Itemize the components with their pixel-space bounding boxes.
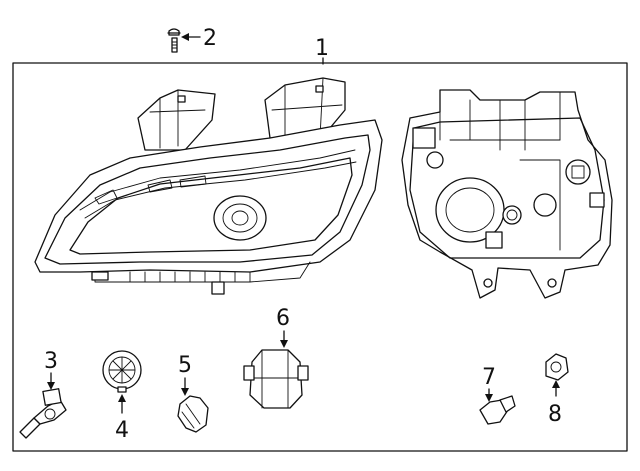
callout-label-5: 5	[178, 353, 192, 378]
callout-label-7: 7	[482, 365, 496, 390]
part-5-gasket[interactable]	[177, 395, 209, 433]
assembly-frame	[12, 62, 628, 452]
callout-8[interactable]: 8	[548, 380, 562, 427]
callout-label-3: 3	[44, 349, 58, 374]
callout-label-6: 6	[276, 306, 290, 331]
callout-label-2: 2	[203, 26, 217, 51]
callout-4[interactable]: 4	[115, 394, 129, 443]
part-3-bulb[interactable]	[19, 388, 67, 439]
callout-2[interactable]: 2	[181, 26, 217, 51]
part-2-screw[interactable]	[167, 28, 181, 53]
callout-6[interactable]: 6	[276, 306, 290, 348]
headlamp-front	[34, 77, 383, 295]
part-4-cap[interactable]	[102, 350, 142, 393]
callout-label-1: 1	[315, 36, 329, 61]
part-8-socket[interactable]	[545, 353, 569, 381]
callout-5[interactable]: 5	[178, 353, 192, 396]
headlamp-rear	[401, 89, 613, 299]
part-7-bulb[interactable]	[479, 395, 516, 425]
callout-label-8: 8	[548, 402, 562, 427]
callout-label-4: 4	[115, 418, 129, 443]
callout-7[interactable]: 7	[482, 365, 496, 402]
part-6-socket[interactable]	[243, 349, 309, 409]
callout-1[interactable]: 1	[315, 36, 329, 65]
callout-3[interactable]: 3	[44, 349, 58, 390]
